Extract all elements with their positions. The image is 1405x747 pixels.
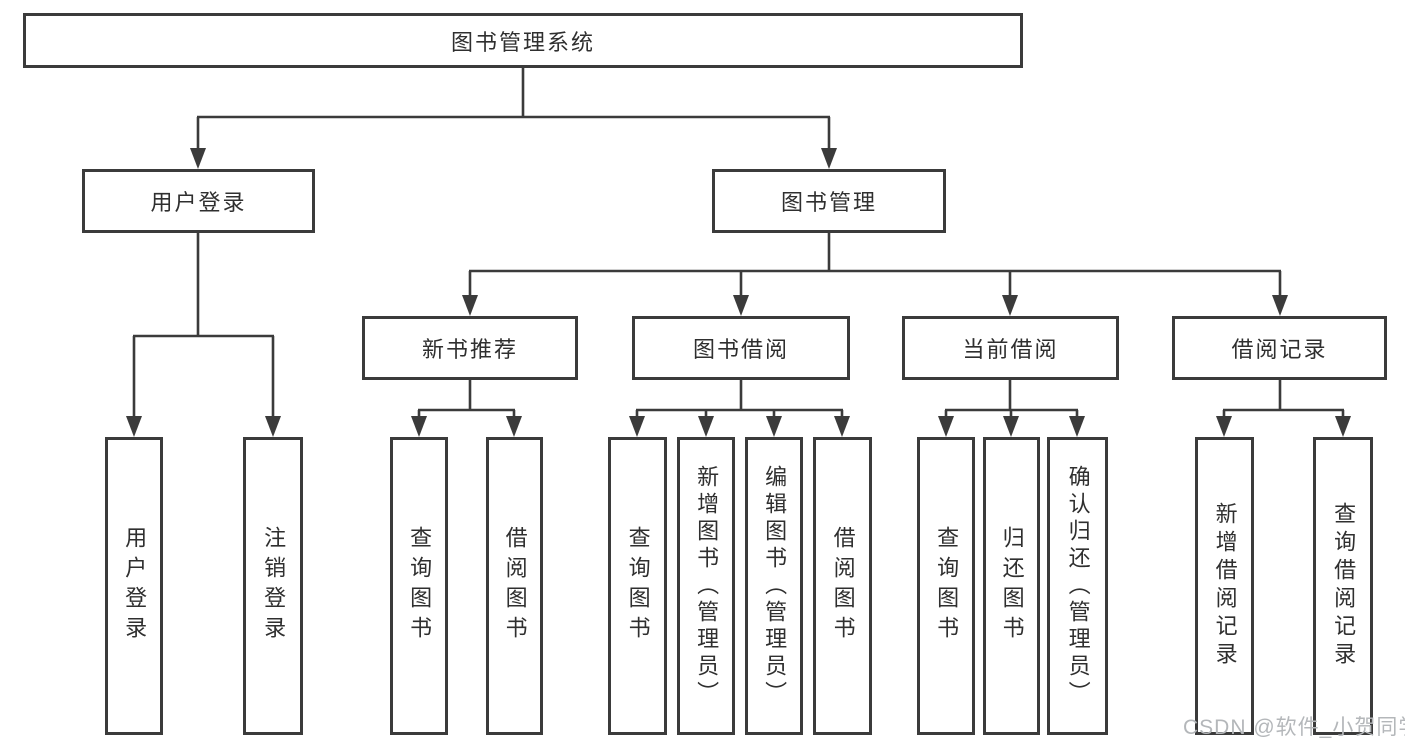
- node-borrowing-records-label: 借阅记录: [1231, 337, 1328, 362]
- arrowhead-icon: [126, 416, 142, 437]
- arrowhead-icon: [1272, 295, 1288, 316]
- node-leaf-nb-borrow-books: 借阅图书: [486, 437, 543, 735]
- node-leaf-cb-return-books-label: 归还图书: [999, 526, 1025, 646]
- node-leaf-cb-confirm-return-admin-label: 确认归还（管理员）: [1065, 464, 1091, 708]
- node-library-system: 图书管理系统: [23, 13, 1023, 68]
- arrowhead-icon: [698, 416, 714, 437]
- node-current-borrowing-label: 当前借阅: [962, 337, 1059, 362]
- node-leaf-br-query-record: 查询借阅记录: [1313, 437, 1373, 735]
- node-book-management: 图书管理: [712, 169, 946, 233]
- node-new-book-recommend: 新书推荐: [362, 316, 578, 380]
- node-leaf-br-query-record-label: 查询借阅记录: [1331, 502, 1357, 670]
- node-leaf-br-add-record: 新增借阅记录: [1195, 437, 1254, 735]
- node-leaf-nb-query-books: 查询图书: [390, 437, 448, 735]
- node-leaf-bb-query-books: 查询图书: [608, 437, 667, 735]
- node-current-borrowing: 当前借阅: [902, 316, 1119, 380]
- node-book-management-label: 图书管理: [780, 190, 877, 215]
- node-leaf-bb-add-books-admin: 新增图书（管理员）: [677, 437, 735, 735]
- node-leaf-user-login-label: 用户登录: [122, 526, 148, 646]
- arrowhead-icon: [1216, 416, 1232, 437]
- arrowhead-icon: [1335, 416, 1351, 437]
- node-leaf-bb-edit-books-admin-label: 编辑图书（管理员）: [762, 464, 788, 708]
- node-book-borrowing-label: 图书借阅: [692, 337, 789, 362]
- node-leaf-bb-query-books-label: 查询图书: [625, 526, 651, 646]
- arrowhead-icon: [1069, 416, 1085, 437]
- arrowhead-icon: [938, 416, 954, 437]
- node-leaf-cb-return-books: 归还图书: [983, 437, 1040, 735]
- node-leaf-nb-query-books-label: 查询图书: [407, 526, 433, 646]
- arrowhead-icon: [506, 416, 522, 437]
- node-leaf-br-add-record-label: 新增借阅记录: [1212, 502, 1238, 670]
- arrowhead-icon: [834, 416, 850, 437]
- node-new-book-recommend-label: 新书推荐: [421, 337, 518, 362]
- edge-root-to-level2: [190, 68, 837, 169]
- node-leaf-cb-query-books: 查询图书: [917, 437, 975, 735]
- arrowhead-icon: [733, 295, 749, 316]
- csdn-watermark: CSDN @软件_小贺同学: [1183, 716, 1405, 739]
- node-user-login-module-label: 用户登录: [150, 190, 247, 215]
- node-leaf-bb-edit-books-admin: 编辑图书（管理员）: [745, 437, 803, 735]
- node-leaf-logout-label: 注销登录: [261, 526, 287, 646]
- node-leaf-nb-borrow-books-label: 借阅图书: [502, 526, 528, 646]
- node-leaf-user-login: 用户登录: [105, 437, 163, 735]
- arrowhead-icon: [411, 416, 427, 437]
- arrowhead-icon: [1003, 416, 1019, 437]
- edge-user-login-to-children: [126, 233, 281, 437]
- node-leaf-logout: 注销登录: [243, 437, 303, 735]
- node-leaf-bb-add-books-admin-label: 新增图书（管理员）: [694, 464, 720, 708]
- arrowhead-icon: [629, 416, 645, 437]
- edge-book-mgmt-to-level3: [462, 233, 1288, 316]
- edge-currentborrow-to-children: [938, 380, 1085, 437]
- edge-bookborrow-to-children: [629, 380, 850, 437]
- node-library-system-label: 图书管理系统: [450, 29, 595, 55]
- arrowhead-icon: [821, 148, 837, 169]
- edge-records-to-children: [1216, 380, 1351, 437]
- node-user-login-module: 用户登录: [82, 169, 315, 233]
- node-leaf-bb-borrow-books-label: 借阅图书: [830, 526, 856, 646]
- node-book-borrowing: 图书借阅: [632, 316, 850, 380]
- arrowhead-icon: [190, 148, 206, 169]
- node-leaf-cb-query-books-label: 查询图书: [934, 526, 960, 646]
- arrowhead-icon: [1002, 295, 1018, 316]
- edge-newbook-to-children: [411, 380, 522, 437]
- arrowhead-icon: [766, 416, 782, 437]
- node-borrowing-records: 借阅记录: [1172, 316, 1387, 380]
- node-leaf-cb-confirm-return-admin: 确认归还（管理员）: [1047, 437, 1108, 735]
- arrowhead-icon: [265, 416, 281, 437]
- node-leaf-bb-borrow-books: 借阅图书: [813, 437, 872, 735]
- arrowhead-icon: [462, 295, 478, 316]
